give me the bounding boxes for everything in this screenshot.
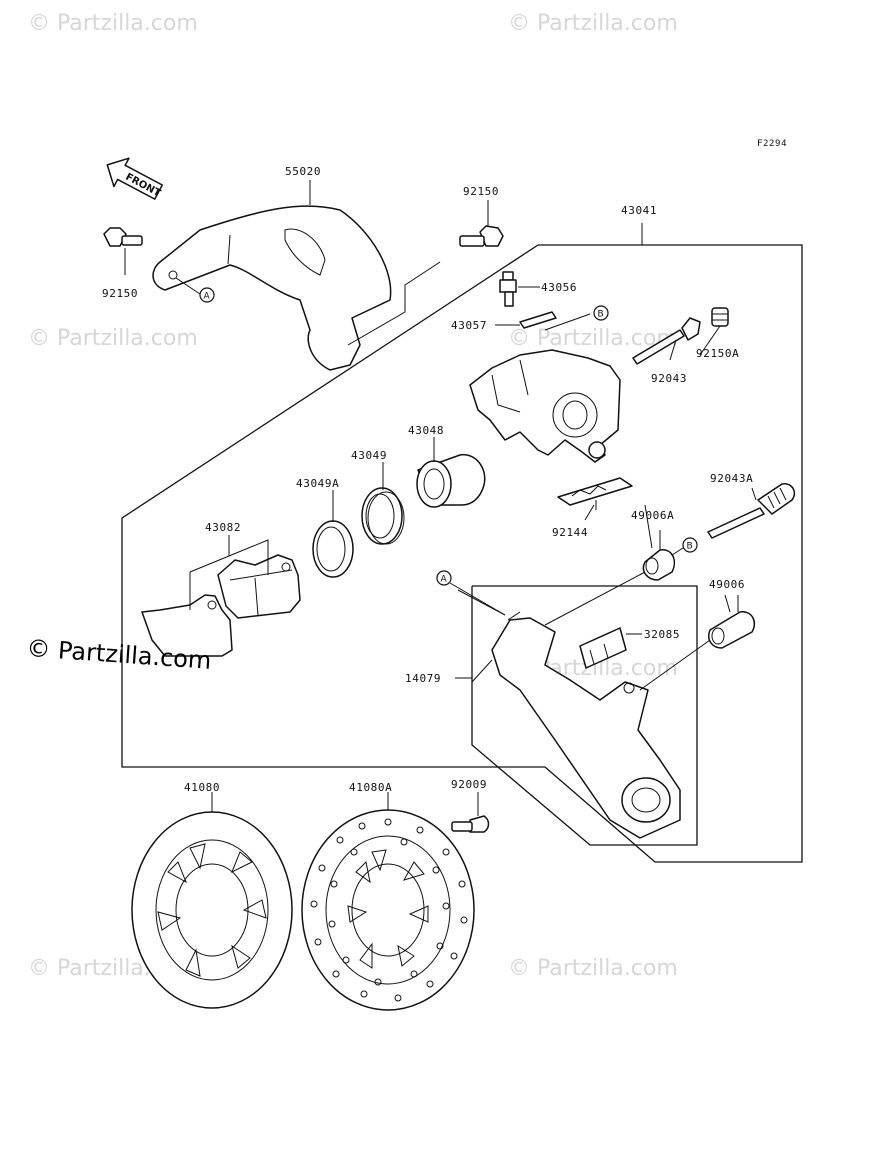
callout-b-label: B bbox=[687, 542, 693, 552]
part-label-92144: 92144 bbox=[552, 526, 588, 539]
part-label-43041: 43041 bbox=[621, 204, 657, 217]
watermark-text: © Partzilla.com bbox=[28, 11, 198, 36]
brake-disc-41080 bbox=[131, 792, 293, 1009]
part-label-49006: 49006 bbox=[709, 578, 745, 591]
brake-pads bbox=[141, 535, 301, 657]
part-label-55020: 55020 bbox=[285, 165, 321, 178]
part-labels: 55020 92150 92150 43041 43056 43057 9215… bbox=[102, 165, 753, 794]
part-label-92043: 92043 bbox=[651, 372, 687, 385]
piston-seal bbox=[361, 487, 405, 545]
callout-b-mid: B bbox=[671, 537, 698, 556]
dust-seal bbox=[312, 520, 354, 578]
disc-screw bbox=[451, 792, 490, 833]
callout-a-label: A bbox=[204, 292, 211, 302]
part-label-41080a: 41080A bbox=[349, 781, 392, 794]
caliper-body bbox=[469, 349, 621, 463]
part-label-49006a: 49006A bbox=[631, 509, 674, 522]
callout-b-top: B bbox=[593, 305, 609, 321]
part-label-92043a: 92043A bbox=[710, 472, 753, 485]
part-label-43048: 43048 bbox=[408, 424, 444, 437]
caliper-pin bbox=[632, 317, 701, 365]
brake-disc-41080a bbox=[301, 792, 475, 1011]
watermark-text: © Partzilla.com bbox=[28, 326, 198, 351]
callout-a-label: A bbox=[441, 575, 448, 585]
part-label-43049: 43049 bbox=[351, 449, 387, 462]
boot-49006a bbox=[642, 530, 676, 581]
caliper-guard bbox=[152, 180, 441, 371]
figure-code: F2294 bbox=[757, 139, 787, 149]
boot-49006 bbox=[708, 595, 756, 649]
piston bbox=[416, 453, 486, 508]
part-label-43049a: 43049A bbox=[296, 477, 339, 490]
front-arrow: FRONT bbox=[106, 157, 163, 200]
part-label-43082: 43082 bbox=[205, 521, 241, 534]
watermark-text: © Partzilla.com bbox=[508, 326, 678, 351]
part-label-32085: 32085 bbox=[644, 628, 680, 641]
caliper-bracket bbox=[457, 571, 711, 839]
part-label-92150-top: 92150 bbox=[463, 185, 499, 198]
bolt-92150-left bbox=[103, 227, 143, 275]
slide-pin bbox=[707, 483, 796, 539]
pad-spring-plate bbox=[557, 477, 633, 510]
part-label-43056: 43056 bbox=[541, 281, 577, 294]
bolt-92150a bbox=[711, 307, 729, 327]
callout-a-top: A bbox=[199, 287, 215, 303]
part-label-92150-left: 92150 bbox=[102, 287, 138, 300]
watermark-text: © Partzilla.com bbox=[508, 11, 678, 36]
pad-clip bbox=[579, 627, 642, 669]
callout-b-label: B bbox=[598, 310, 604, 320]
assembly-outline bbox=[121, 244, 803, 863]
part-label-92150a: 92150A bbox=[696, 347, 739, 360]
part-label-14079: 14079 bbox=[405, 672, 441, 685]
part-label-41080: 41080 bbox=[184, 781, 220, 794]
watermark-text: © Partzilla.com bbox=[508, 956, 678, 981]
leader-lines bbox=[332, 286, 731, 679]
bleeder-valve bbox=[499, 271, 540, 307]
bolt-92150-top bbox=[459, 200, 504, 247]
callout-a-mid: A bbox=[436, 570, 506, 616]
part-label-43057: 43057 bbox=[451, 319, 487, 332]
pad-spring bbox=[495, 311, 591, 331]
part-label-92009: 92009 bbox=[451, 778, 487, 791]
bracket-outline bbox=[471, 585, 698, 846]
